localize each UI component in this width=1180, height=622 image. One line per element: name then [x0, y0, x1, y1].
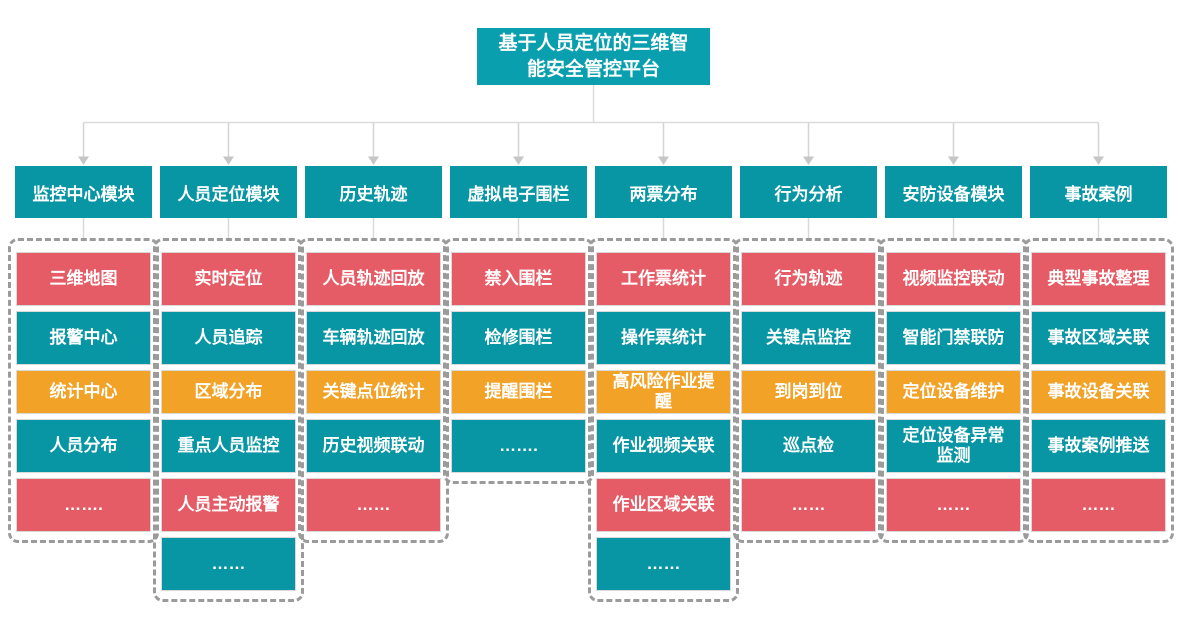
- module-item[interactable]: 人员追踪: [161, 311, 296, 365]
- module-header-label: 虚拟电子围栏: [467, 184, 570, 204]
- module-item[interactable]: ……: [1031, 478, 1166, 532]
- module-header-label: 安防设备模块: [902, 184, 1005, 204]
- module-item[interactable]: ……: [886, 478, 1021, 532]
- module-item[interactable]: 智能门禁联防: [886, 311, 1021, 365]
- module-item[interactable]: 关键点位统计: [306, 370, 441, 414]
- module-items-group: 禁入围栏检修围栏提醒围栏 …….: [443, 238, 594, 484]
- module-item[interactable]: 到岗到位: [741, 370, 876, 414]
- module-header-label: 监控中心模块: [32, 184, 135, 204]
- module-item[interactable]: 提醒围栏: [451, 370, 586, 414]
- module-item[interactable]: 实时定位: [161, 252, 296, 306]
- root-title-line2: 能安全管控平台: [526, 58, 660, 80]
- module-column: 监控中心模块 三维地图报警中心统计中心人员分布…….: [8, 166, 159, 543]
- module-item[interactable]: 事故设备关联: [1031, 370, 1166, 414]
- module-item[interactable]: ……: [741, 478, 876, 532]
- module-item[interactable]: 定位设备异常 监测: [886, 419, 1021, 473]
- module-items-group: 人员轨迹回放车辆轨迹回放关键点位统计历史视频联动……: [298, 238, 449, 543]
- module-header[interactable]: 安防设备模块: [885, 166, 1022, 218]
- module-item[interactable]: 车辆轨迹回放: [306, 311, 441, 365]
- module-item[interactable]: 操作票统计: [596, 311, 731, 365]
- module-column: 事故案例 典型事故整理事故区域关联事故设备关联事故案例推送……: [1023, 166, 1174, 543]
- module-item[interactable]: 统计中心: [16, 370, 151, 414]
- module-item[interactable]: 历史视频联动: [306, 419, 441, 473]
- module-header-label: 人员定位模块: [177, 184, 280, 204]
- module-column: 安防设备模块 视频监控联动智能门禁联防定位设备维护定位设备异常 监测……: [878, 166, 1029, 543]
- module-column: 虚拟电子围栏 禁入围栏检修围栏提醒围栏 …….: [443, 166, 594, 484]
- module-item[interactable]: 作业区域关联: [596, 478, 731, 532]
- module-header[interactable]: 人员定位模块: [160, 166, 297, 218]
- module-item[interactable]: 作业视频关联: [596, 419, 731, 473]
- module-header[interactable]: 事故案例: [1030, 166, 1167, 218]
- module-item[interactable]: 区域分布: [161, 370, 296, 414]
- module-header[interactable]: 监控中心模块: [15, 166, 152, 218]
- module-item[interactable]: 三维地图: [16, 252, 151, 306]
- module-item[interactable]: 视频监控联动: [886, 252, 1021, 306]
- module-column: 两票分布 工作票统计操作票统计高风险作业提 醒作业视频关联作业区域关联……: [588, 166, 739, 602]
- module-items-group: 实时定位人员追踪区域分布重点人员监控人员主动报警……: [153, 238, 304, 602]
- module-item[interactable]: 禁入围栏: [451, 252, 586, 306]
- module-item[interactable]: 定位设备维护: [886, 370, 1021, 414]
- module-item[interactable]: 人员分布: [16, 419, 151, 473]
- module-items-group: 行为轨迹关键点监控到岗到位巡点检……: [733, 238, 884, 543]
- module-item[interactable]: 人员主动报警: [161, 478, 296, 532]
- module-item[interactable]: 关键点监控: [741, 311, 876, 365]
- module-header-label: 两票分布: [629, 184, 698, 204]
- module-item[interactable]: 检修围栏: [451, 311, 586, 365]
- module-column: 人员定位模块 实时定位人员追踪区域分布重点人员监控人员主动报警……: [153, 166, 304, 602]
- root-node[interactable]: 基于人员定位的三维智 能安全管控平台: [477, 28, 710, 85]
- module-item[interactable]: 行为轨迹: [741, 252, 876, 306]
- module-header[interactable]: 两票分布: [595, 166, 732, 218]
- root-title-line1: 基于人员定位的三维智: [498, 32, 689, 54]
- module-item[interactable]: …….: [16, 478, 151, 532]
- module-item[interactable]: …….: [451, 419, 586, 473]
- module-header-label: 事故案例: [1064, 184, 1133, 204]
- module-items-group: 工作票统计操作票统计高风险作业提 醒作业视频关联作业区域关联……: [588, 238, 739, 602]
- module-item[interactable]: 事故区域关联: [1031, 311, 1166, 365]
- module-item[interactable]: 巡点检: [741, 419, 876, 473]
- module-item[interactable]: 典型事故整理: [1031, 252, 1166, 306]
- module-header[interactable]: 历史轨迹: [305, 166, 442, 218]
- module-header-label: 行为分析: [774, 184, 843, 204]
- module-item[interactable]: 事故案例推送: [1031, 419, 1166, 473]
- module-items-group: 典型事故整理事故区域关联事故设备关联事故案例推送……: [1023, 238, 1174, 543]
- module-item[interactable]: 工作票统计: [596, 252, 731, 306]
- module-item[interactable]: ……: [306, 478, 441, 532]
- module-header[interactable]: 虚拟电子围栏: [450, 166, 587, 218]
- module-items-group: 三维地图报警中心统计中心人员分布…….: [8, 238, 159, 543]
- module-item[interactable]: ……: [596, 537, 731, 591]
- module-item[interactable]: 人员轨迹回放: [306, 252, 441, 306]
- module-item[interactable]: 报警中心: [16, 311, 151, 365]
- module-item[interactable]: 高风险作业提 醒: [596, 370, 731, 414]
- module-column: 行为分析 行为轨迹关键点监控到岗到位巡点检……: [733, 166, 884, 543]
- module-items-group: 视频监控联动智能门禁联防定位设备维护定位设备异常 监测……: [878, 238, 1029, 543]
- module-column: 历史轨迹 人员轨迹回放车辆轨迹回放关键点位统计历史视频联动……: [298, 166, 449, 543]
- module-item[interactable]: ……: [161, 537, 296, 591]
- module-item[interactable]: 重点人员监控: [161, 419, 296, 473]
- module-header[interactable]: 行为分析: [740, 166, 877, 218]
- module-header-label: 历史轨迹: [339, 184, 408, 204]
